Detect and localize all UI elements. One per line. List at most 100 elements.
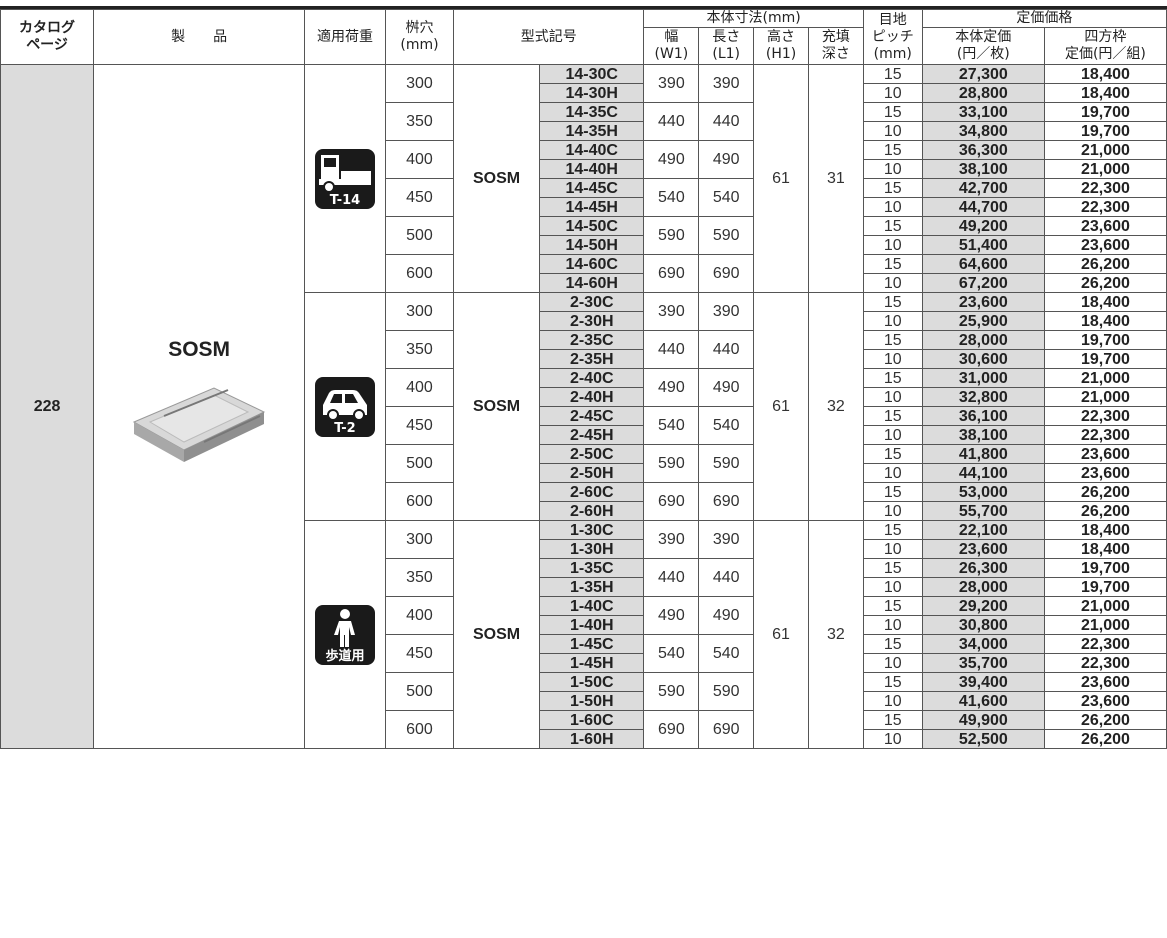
height-cell: 61 — [753, 64, 809, 293]
pitch-cell: 15 — [862, 406, 923, 426]
frame-price-cell: 19,700 — [1043, 349, 1167, 369]
hole-cell: 450 — [384, 634, 455, 673]
body-price-cell: 23,600 — [921, 539, 1045, 559]
hole-cell: 500 — [384, 672, 455, 711]
width-cell: 540 — [643, 178, 700, 217]
body-price-cell: 22,100 — [921, 520, 1045, 540]
model-cell: 2-50H — [538, 463, 645, 483]
product-cell: SOSM — [93, 64, 306, 749]
model-cell: 2-60H — [538, 501, 645, 521]
width-cell: 690 — [643, 482, 700, 521]
width-cell: 540 — [643, 406, 700, 445]
hole-cell: 300 — [384, 520, 455, 559]
body-price-cell: 41,800 — [921, 444, 1045, 464]
frame-price-cell: 19,700 — [1043, 558, 1167, 578]
model-cell: 1-50H — [538, 691, 645, 711]
product-name: SOSM — [168, 337, 231, 361]
frame-price-cell: 23,600 — [1043, 444, 1167, 464]
frame-price-cell: 23,600 — [1043, 691, 1167, 711]
width-cell: 590 — [643, 216, 700, 255]
pitch-cell: 15 — [862, 672, 923, 692]
header-rule — [0, 6, 1167, 9]
body-price-cell: 52,500 — [921, 729, 1045, 749]
body-price-cell: 44,700 — [921, 197, 1045, 217]
height-cell: 61 — [753, 292, 809, 521]
frame-price-cell: 21,000 — [1043, 596, 1167, 616]
body-price-cell: 67,200 — [921, 273, 1045, 293]
hole-cell: 300 — [384, 64, 455, 103]
load-cell: 歩道用 — [304, 520, 386, 749]
pitch-cell: 10 — [862, 121, 923, 141]
header-load: 適用荷重 — [304, 9, 386, 65]
hole-cell: 600 — [384, 710, 455, 749]
frame-price-cell: 22,300 — [1043, 634, 1167, 654]
model-cell: 2-35H — [538, 349, 645, 369]
hole-cell: 500 — [384, 444, 455, 483]
frame-price-cell: 22,300 — [1043, 425, 1167, 445]
body-price-cell: 39,400 — [921, 672, 1045, 692]
body-price-cell: 49,200 — [921, 216, 1045, 236]
pitch-cell: 10 — [862, 501, 923, 521]
length-cell: 490 — [698, 368, 755, 407]
hole-cell: 400 — [384, 368, 455, 407]
frame-price-cell: 21,000 — [1043, 387, 1167, 407]
width-cell: 490 — [643, 140, 700, 179]
width-cell: 390 — [643, 520, 700, 559]
frame-price-cell: 23,600 — [1043, 463, 1167, 483]
body-price-cell: 34,800 — [921, 121, 1045, 141]
frame-price-cell: 26,200 — [1043, 710, 1167, 730]
header-body-dims: 本体寸法(mm) — [643, 9, 864, 28]
length-cell: 540 — [698, 178, 755, 217]
header-body-price: 本体定価 (円／枚) — [921, 27, 1045, 65]
header-height: 高さ (H1) — [753, 27, 809, 65]
model-cell: 2-40H — [538, 387, 645, 407]
hole-cell: 450 — [384, 406, 455, 445]
model-cell: 14-45H — [538, 197, 645, 217]
body-price-cell: 51,400 — [921, 235, 1045, 255]
hole-cell: 600 — [384, 254, 455, 293]
frame-price-cell: 21,000 — [1043, 159, 1167, 179]
frame-price-cell: 19,700 — [1043, 102, 1167, 122]
model-cell: 1-60C — [538, 710, 645, 730]
body-price-cell: 38,100 — [921, 159, 1045, 179]
model-cell: 1-30C — [538, 520, 645, 540]
body-price-cell: 44,100 — [921, 463, 1045, 483]
model-cell: 14-30C — [538, 64, 645, 84]
header-price: 定価価格 — [921, 9, 1167, 28]
length-cell: 540 — [698, 406, 755, 445]
pitch-cell: 10 — [862, 197, 923, 217]
model-cell: 2-35C — [538, 330, 645, 350]
body-price-cell: 64,600 — [921, 254, 1045, 274]
length-cell: 440 — [698, 558, 755, 597]
pitch-cell: 10 — [862, 691, 923, 711]
frame-price-cell: 18,400 — [1043, 539, 1167, 559]
pitch-cell: 10 — [862, 653, 923, 673]
frame-price-cell: 26,200 — [1043, 254, 1167, 274]
pitch-cell: 10 — [862, 729, 923, 749]
pitch-cell: 15 — [862, 254, 923, 274]
model-cell: 1-45C — [538, 634, 645, 654]
load-label: 歩道用 — [325, 648, 365, 664]
frame-price-cell: 18,400 — [1043, 292, 1167, 312]
width-cell: 590 — [643, 444, 700, 483]
body-price-cell: 53,000 — [921, 482, 1045, 502]
car-icon — [315, 376, 375, 440]
model-cell: 14-35H — [538, 121, 645, 141]
frame-price-cell: 18,400 — [1043, 83, 1167, 103]
length-cell: 690 — [698, 254, 755, 293]
fill-depth-cell: 31 — [807, 64, 864, 293]
model-cell: 14-30H — [538, 83, 645, 103]
width-cell: 440 — [643, 330, 700, 369]
length-cell: 490 — [698, 596, 755, 635]
